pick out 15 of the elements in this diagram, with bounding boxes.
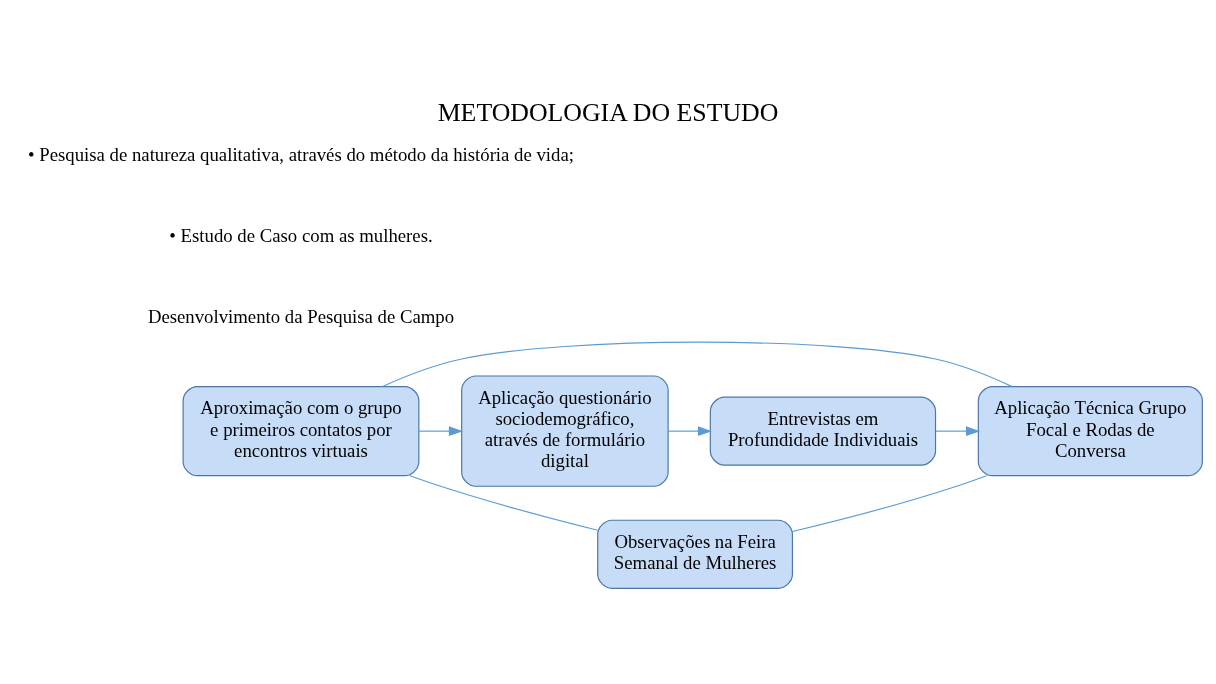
label: • Estudo de Caso com as mulheres. (169, 225, 433, 247)
node-box: Aplicação Técnica Grupo Focal e Rodas de Conversa (977, 386, 1203, 477)
connector (381, 341, 1013, 388)
node-box: Aproximação com o grupo e primeiros contatos por encontros virtuais (182, 386, 420, 477)
connector (791, 475, 988, 533)
diagram-title: METODOLOGIA DO ESTUDO (437, 98, 779, 128)
arrow (935, 426, 981, 437)
arrow (418, 426, 463, 437)
node-box: Observações na Feira Semanal de Mulheres (597, 519, 794, 589)
node-box: Entrevistas em Profundidade Individuais (709, 396, 937, 466)
label: Desenvolvimento da Pesquisa de Campo (147, 306, 455, 327)
arrow (667, 426, 712, 437)
node-box: Aplicação questionário sociodemográfico, através de formulário digital (461, 375, 669, 487)
connector (409, 475, 599, 531)
label: • Pesquisa de natureza qualitativa, através do método da história de vida; (28, 144, 574, 166)
